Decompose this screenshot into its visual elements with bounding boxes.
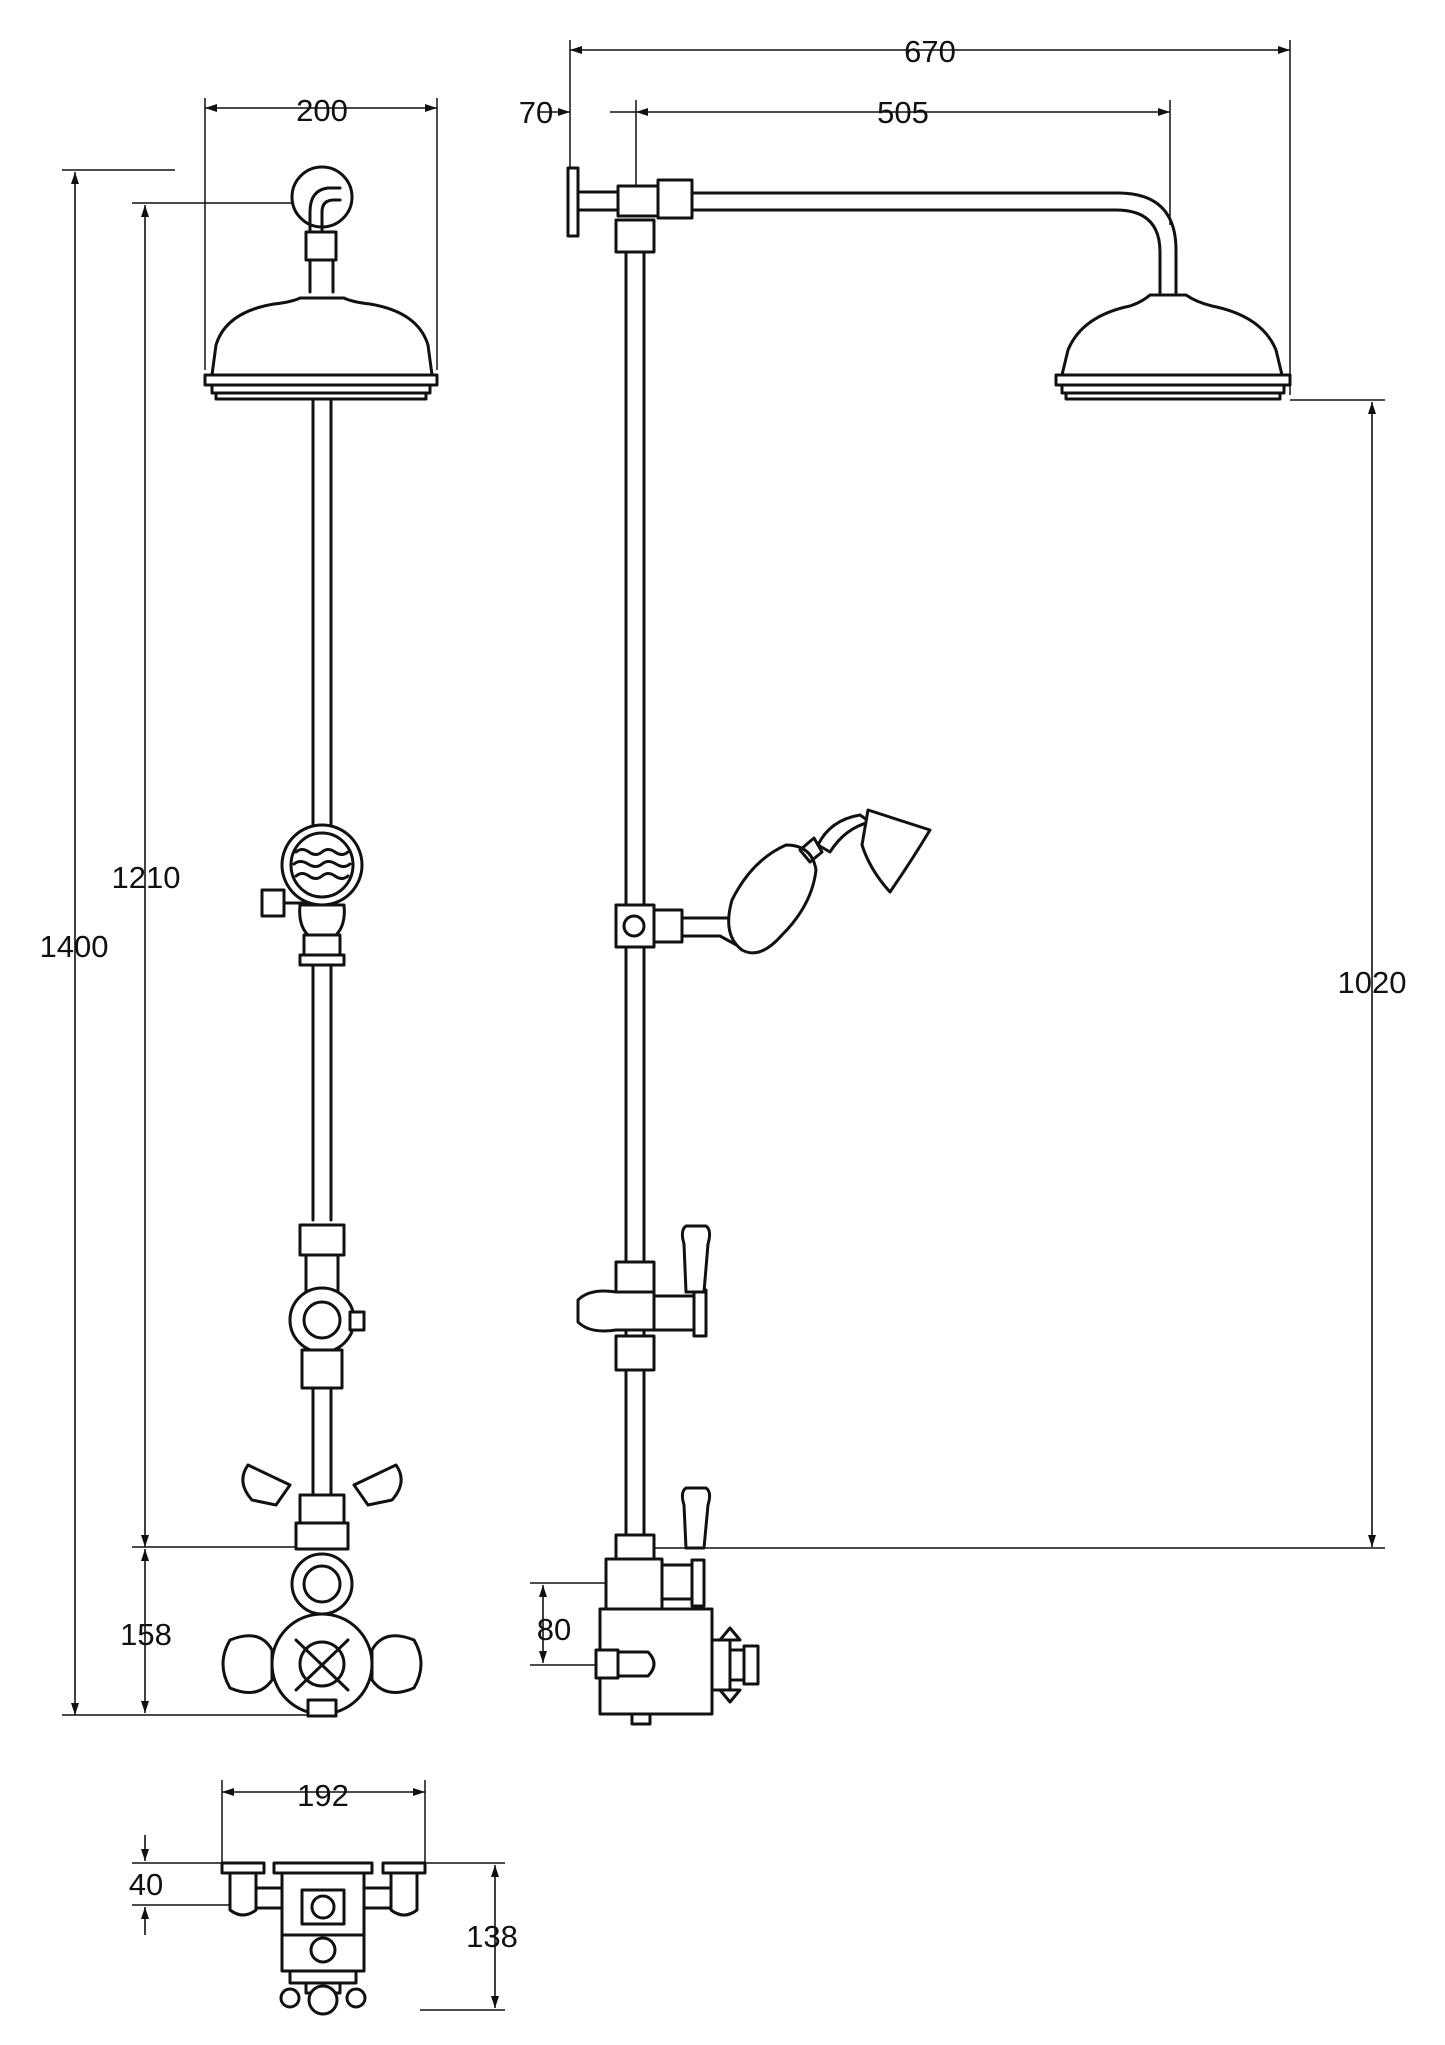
front-view xyxy=(203,165,439,1718)
dim-1210-label: 1210 xyxy=(112,860,181,895)
dimension-lines xyxy=(62,40,1385,2011)
dim-1400-label: 1400 xyxy=(40,929,109,964)
dim-1020-label: 1020 xyxy=(1338,965,1407,1000)
dim-158-label: 158 xyxy=(120,1617,172,1652)
plan-view xyxy=(220,1861,427,2016)
dim-200-label: 200 xyxy=(296,93,348,128)
dim-80-label: 80 xyxy=(537,1612,571,1647)
dim-40-label: 40 xyxy=(129,1867,163,1902)
dimension-labels: 670 200 70 505 1210 1400 1020 158 80 192… xyxy=(40,34,1407,1954)
dim-138-label: 138 xyxy=(466,1919,518,1954)
dim-192-label: 192 xyxy=(297,1778,349,1813)
dim-505-label: 505 xyxy=(877,95,929,130)
dim-670-label: 670 xyxy=(904,34,956,69)
side-view xyxy=(566,166,1292,1726)
dim-70-label: 70 xyxy=(519,95,553,130)
